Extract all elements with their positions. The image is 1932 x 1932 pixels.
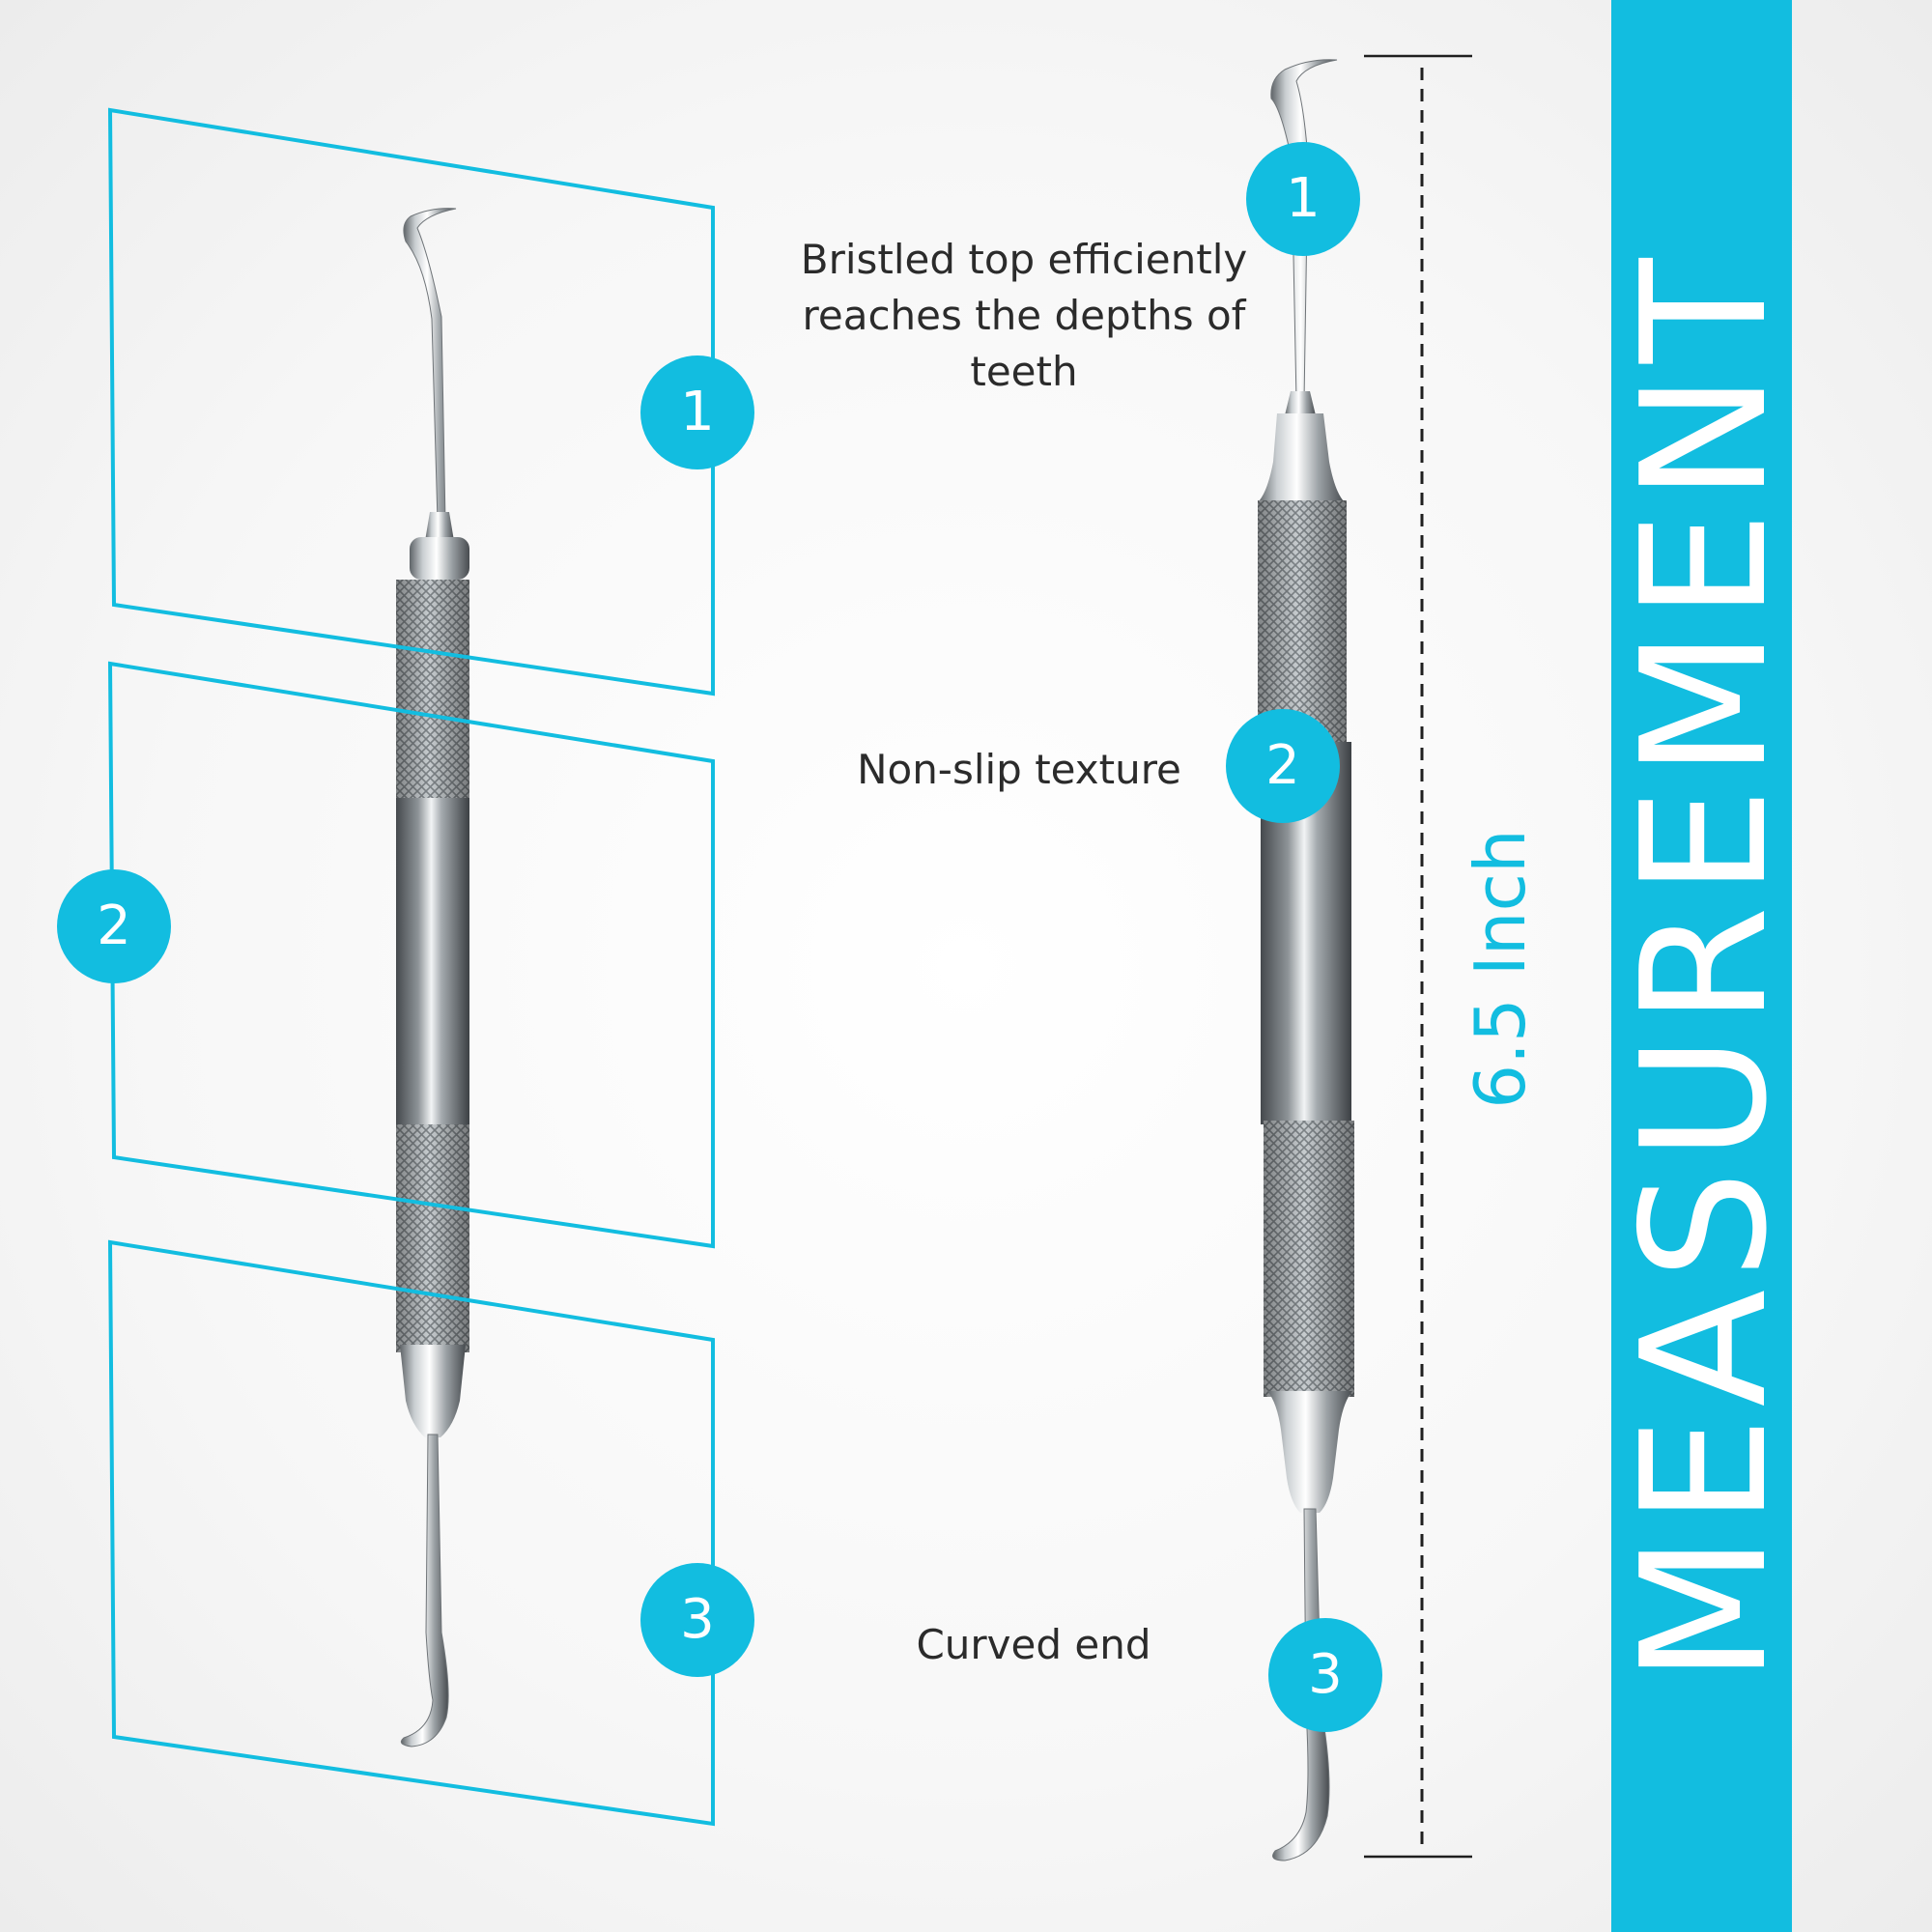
- detail-frame-bottom: [107, 1239, 715, 1827]
- detail-badge-2: 2: [57, 869, 171, 983]
- measurement-banner: MEASUREMENT: [1611, 0, 1792, 1932]
- caption-non-slip-texture: Non-slip texture: [857, 746, 1181, 793]
- tool-badge-1: 1: [1246, 142, 1360, 256]
- tool-badge-3: 3: [1268, 1618, 1382, 1732]
- detail-frames: [107, 107, 715, 1827]
- detail-badge-1: 1: [640, 355, 754, 469]
- detail-frame-top: [107, 107, 715, 696]
- banner-title: MEASUREMENT: [1611, 248, 1792, 1684]
- detail-tool-image: [396, 208, 469, 1747]
- tool-badge-2: 2: [1226, 709, 1340, 823]
- detail-badge-3: 3: [640, 1563, 754, 1677]
- caption-bristled-top: Bristled top efficiently reaches the dep…: [800, 236, 1248, 395]
- dimension-label: 6.5 Inch: [1460, 829, 1541, 1109]
- dimension-line: [1364, 54, 1472, 1859]
- detail-frame-middle: [107, 661, 715, 1249]
- caption-curved-end: Curved end: [916, 1621, 1151, 1668]
